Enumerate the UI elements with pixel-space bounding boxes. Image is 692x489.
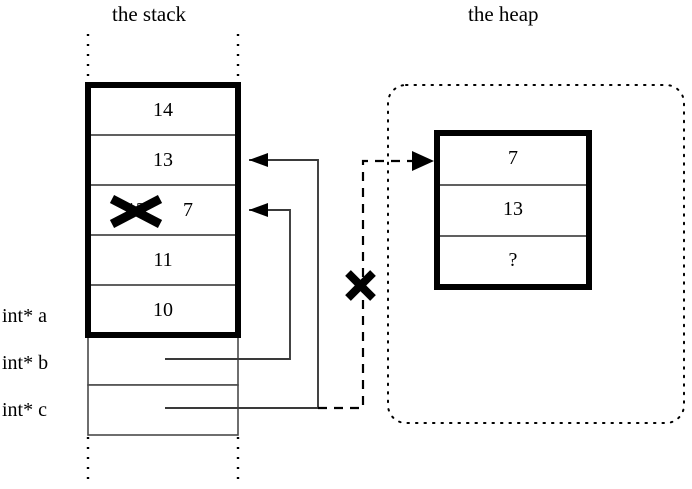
variable-label-c: int* c (2, 399, 47, 421)
stale-heap-pointer-arrowhead (412, 151, 434, 171)
pointer-line-b (165, 209, 291, 360)
heap-title: the heap (468, 2, 539, 26)
heap-block-box (434, 130, 592, 290)
heap-region-boundary (387, 84, 685, 424)
stack-cell-value-2-old: 12 (126, 199, 146, 221)
stack-cell-value-4: 10 (153, 299, 173, 321)
variable-label-b: int* b (2, 352, 49, 374)
heap-cell-value-0: 7 (508, 147, 518, 169)
stack-cell-value-0: 14 (153, 99, 173, 121)
stack-cell-b-box (87, 334, 239, 386)
stale-heap-pointer-line (318, 159, 428, 410)
variable-label-a: int* a (2, 305, 47, 327)
pointer-line-c (165, 159, 319, 409)
struck-value-x-icon (109, 195, 163, 228)
stack-cell-value-3: 11 (153, 249, 173, 271)
stack-cell-value-1: 13 (153, 149, 173, 171)
stack-title: the stack (112, 2, 187, 26)
pointer-arrowhead-b (249, 203, 268, 217)
stack-cell-c-box (87, 384, 239, 436)
pointer-arrowhead-c (249, 153, 268, 167)
heap-cell-value-2: ? (508, 249, 518, 271)
heap-cell-value-1: 13 (503, 198, 523, 220)
broken-link-x-icon (345, 270, 376, 301)
stack-cell-value-2-new: 7 (183, 199, 193, 221)
stack-frame-box (85, 82, 241, 338)
